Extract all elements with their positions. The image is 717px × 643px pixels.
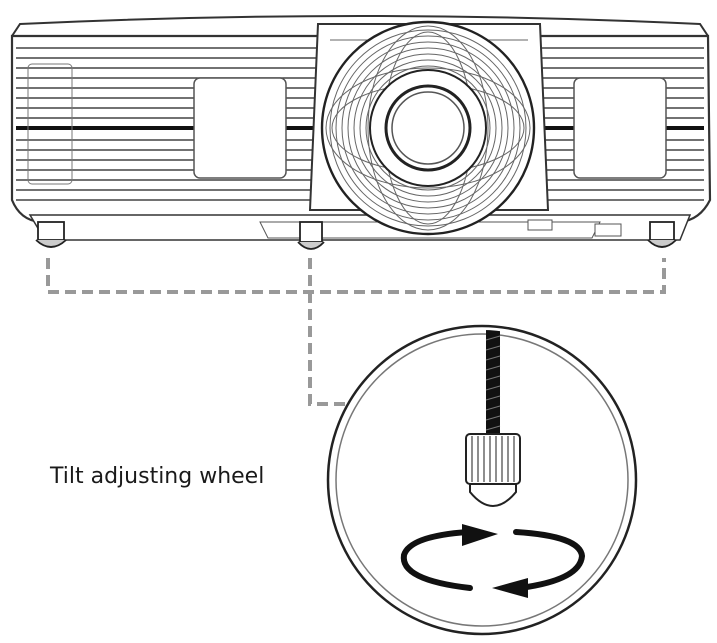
rotation-arrows-icon <box>400 529 586 591</box>
tilt-foot-left <box>35 221 67 248</box>
right-vent-grille <box>540 47 704 201</box>
lens-assembly <box>320 20 536 236</box>
tilt-wheel-label: Tilt adjusting wheel <box>50 464 265 489</box>
magnified-callout <box>326 324 638 636</box>
dashed-leader-lines <box>46 258 666 406</box>
tilt-foot-center <box>297 221 325 250</box>
tilt-adjusting-wheel <box>465 433 521 507</box>
tilt-foot-right <box>647 221 677 248</box>
